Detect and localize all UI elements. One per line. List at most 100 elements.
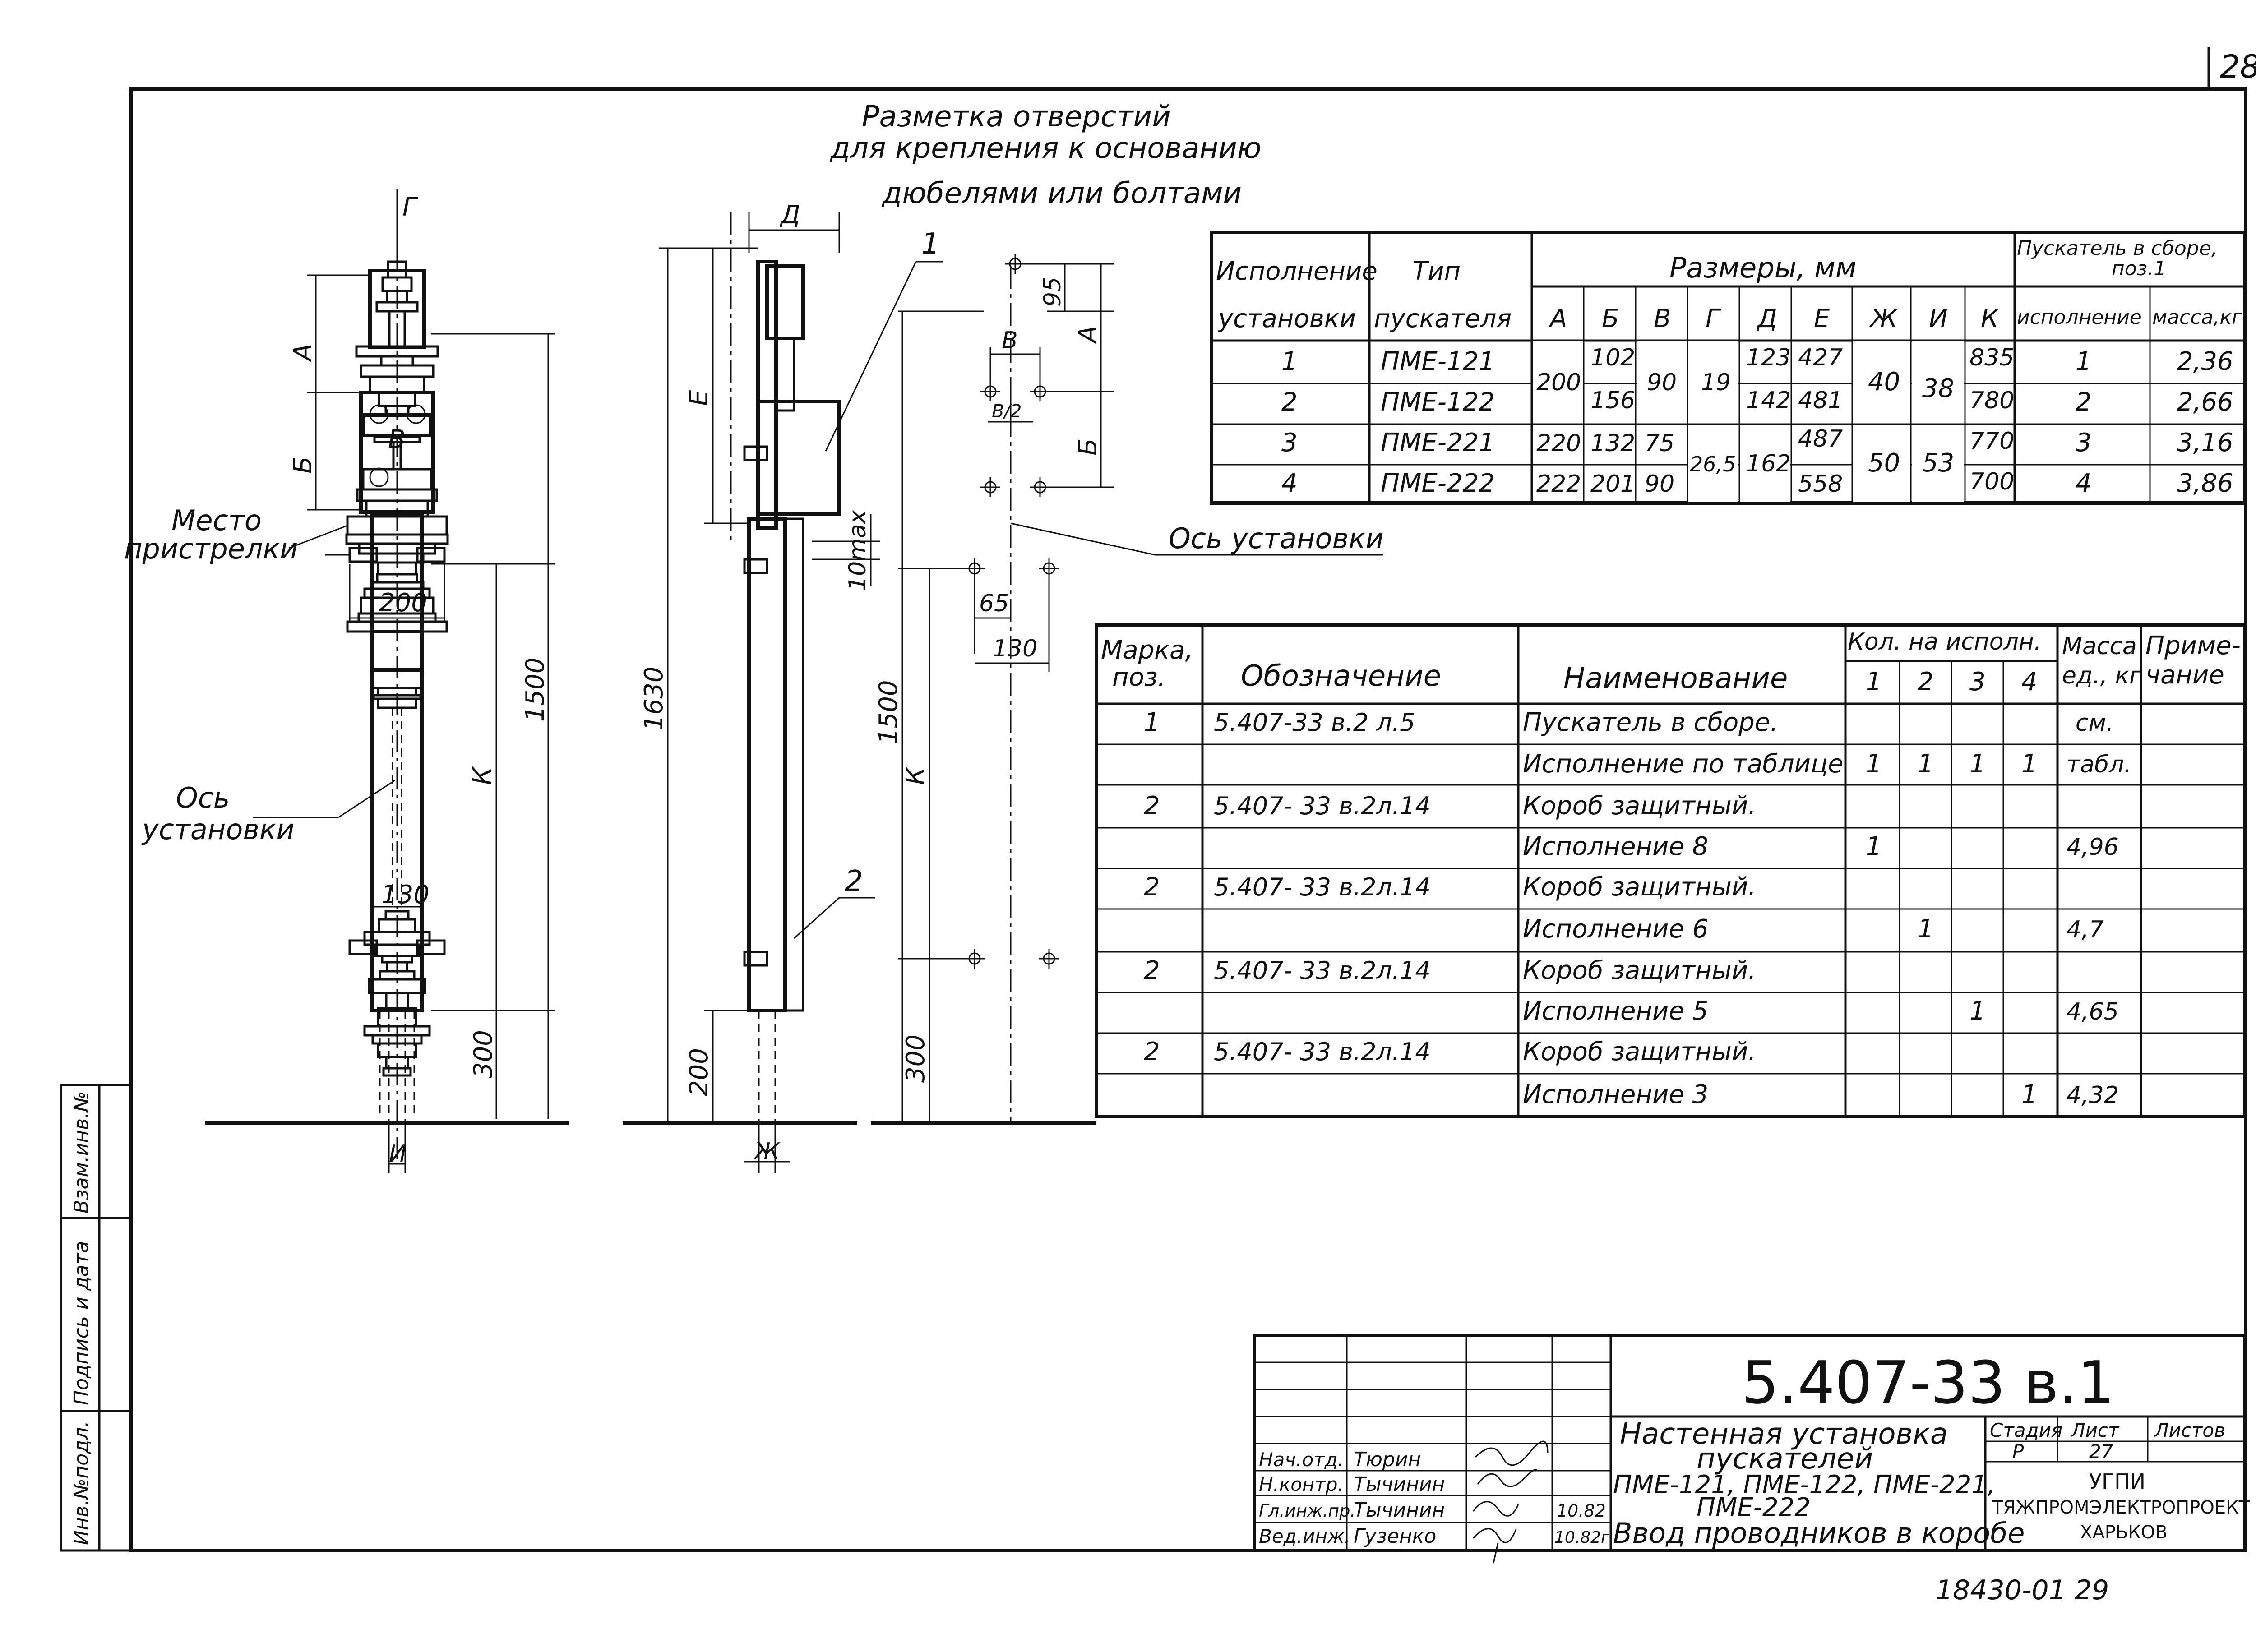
size-row-3-v: 75: [1645, 430, 1674, 457]
drawing-title-1: Настенная установка: [1620, 1417, 1948, 1451]
size-head-variant-1: Исполнение: [1216, 257, 1378, 286]
drawing-code: 5.407-33 в.1: [1742, 1348, 2114, 1417]
person-2-role: Н.контр.: [1259, 1473, 1344, 1495]
hole-marking-line-1: Разметка отверстий: [862, 100, 1171, 134]
front-dim-130: 130: [381, 880, 430, 909]
marking-dim-130: 130: [993, 635, 1037, 662]
spec-row-6-q2: 1: [1918, 914, 1934, 944]
drawing-title-3: ПМЕ-121, ПМЕ-122, ПМЕ-221,: [1613, 1470, 1996, 1500]
size-col-d: Д: [1756, 304, 1777, 333]
org-1: УГПИ: [2089, 1469, 2145, 1494]
person-4-name: Гузенко: [1354, 1525, 1436, 1548]
spec-row-2-mass: табл.: [2066, 751, 2131, 778]
org-2: ТЯЖПРОМЭЛЕКТРОПРОЕКТ: [1992, 1497, 2250, 1518]
front-dim-v: В: [388, 425, 405, 454]
marking-dim-k: К: [901, 766, 930, 785]
size-row-2-n: 2: [1281, 388, 1298, 417]
side-dim-d: Д: [779, 200, 800, 230]
spec-row: 1 5.407-33 в.2 л.5 Пускатель в сборе. см…: [1144, 708, 2113, 737]
spec-row: Исполнение 8 1 4,96: [1523, 832, 2119, 861]
side-dim-200: 200: [684, 1048, 714, 1096]
spec-row-2-q3: 1: [1969, 749, 1986, 779]
size-row-4-e: 558: [1798, 471, 1843, 498]
size-col-mass: масса,кг: [2152, 306, 2242, 329]
spec-head-note-2: чание: [2145, 660, 2224, 690]
size-row-1-type: ПМЕ-121: [1381, 347, 1495, 376]
hole-marking-view: 95 А Б В В/2 65 130 К 300 1500 Ось устан…: [874, 254, 1384, 1123]
front-view-dimensions: А Б Г В 200 130 К 300 1500 И: [288, 189, 555, 1173]
size-row-2-k: 780: [1969, 387, 2014, 414]
spec-row-5-des: 5.407- 33 в.2л.14: [1214, 873, 1431, 901]
size-col-k: К: [1981, 304, 2000, 333]
size-merged-zh12: 40: [1868, 367, 1900, 397]
person-3-name: Тычинин: [1354, 1499, 1445, 1522]
spec-row: Исполнение 3 1 4,32: [1523, 1080, 2119, 1109]
drawing-title-4: ПМЕ-222: [1697, 1493, 1811, 1522]
size-merged-v12: 90: [1647, 369, 1677, 396]
side-dim-e: Е: [684, 390, 714, 406]
title-block-text: 5.407-33 в.1 Настенная установка пускате…: [1259, 1348, 2250, 1550]
spec-qty-col-3: 3: [1969, 667, 1986, 697]
front-view-callouts: Место пристрелки Ось установки: [124, 504, 395, 846]
side-dim-10max: 10max: [844, 509, 871, 591]
spec-row-10-name: Исполнение 3: [1523, 1080, 1708, 1109]
spec-row-5-name: Короб защитный.: [1523, 872, 1756, 902]
size-row-2-b: 156: [1590, 387, 1635, 414]
size-merged-zh34: 50: [1868, 448, 1900, 478]
marking-dim-95: 95: [1039, 277, 1066, 307]
size-row-2-var: 2: [2076, 388, 2092, 417]
spec-head-mass-2: ед., кг: [2062, 662, 2142, 689]
person-1-name: Тюрин: [1354, 1448, 1421, 1471]
size-row-4-mass: 3,86: [2177, 469, 2233, 498]
size-row-4-n: 4: [1281, 469, 1298, 498]
spec-qty-col-1: 1: [1866, 667, 1882, 697]
person-4-date: 10.82г: [1554, 1528, 1610, 1547]
person-3-role: Гл.инж.пр.: [1259, 1501, 1355, 1521]
size-row-1-mass: 2,36: [2177, 347, 2233, 376]
size-head-assembly-1: Пускатель в сборе,: [2017, 237, 2218, 260]
size-head-type-1: Тип: [1412, 257, 1461, 286]
spec-row-1-mark: 1: [1144, 708, 1160, 737]
size-row-3-n: 3: [1281, 428, 1298, 457]
size-row-1-k: 835: [1969, 344, 2014, 371]
size-row-1-var: 1: [2076, 347, 2092, 376]
size-row-3-mass: 3,16: [2177, 428, 2233, 457]
spec-row-3-des: 5.407- 33 в.2л.14: [1214, 792, 1431, 820]
spec-head-mark-2: поз.: [1112, 663, 1165, 692]
spec-head-mass-1: Масса: [2062, 633, 2137, 660]
size-head-assembly-2: поз.1: [2112, 257, 2166, 280]
stage-label: Стадия: [1990, 1419, 2062, 1441]
size-table: [1210, 231, 2247, 505]
size-col-zh: Ж: [1869, 304, 1899, 333]
spec-row-7-mark: 2: [1144, 956, 1160, 985]
spec-row-2-name: Исполнение по таблице: [1523, 749, 1844, 779]
marking-dim-b: Б: [1073, 438, 1103, 456]
spec-head-mark-1: Марка,: [1101, 636, 1193, 665]
person-4-role: Вед.инж.: [1259, 1525, 1350, 1547]
front-dim-i: И: [389, 1140, 407, 1167]
spec-row-3-name: Короб защитный.: [1523, 791, 1756, 821]
callout-axis-right: Ось установки: [1169, 522, 1384, 555]
size-row-4-k: 700: [1969, 468, 2014, 495]
spec-row-8-mass: 4,65: [2066, 998, 2119, 1025]
stage-value: Р: [2012, 1440, 2024, 1463]
size-merged-d34: 162: [1746, 450, 1791, 477]
drawing-title-2: пускателей: [1697, 1442, 1873, 1476]
spec-head-name: Наименование: [1563, 662, 1788, 695]
callout-shot-place-2: пристрелки: [124, 532, 298, 565]
size-row-1-n: 1: [1281, 347, 1298, 376]
side-dim-zh: Ж: [753, 1138, 781, 1165]
person-1-role: Нач.отд.: [1259, 1449, 1344, 1471]
side-view-dimensions: Е 1630 200 Д Ж 10max: [639, 200, 880, 1173]
front-dim-k: К: [468, 766, 497, 785]
spec-qty-col-4: 4: [2021, 667, 2038, 697]
size-col-b: Б: [1602, 304, 1619, 333]
size-merged-i12: 38: [1922, 374, 1954, 403]
side-view-callouts: 1 2: [793, 227, 943, 939]
size-col-variant: исполнение: [2017, 306, 2142, 329]
size-row-2-e: 481: [1798, 387, 1843, 414]
spec-row-8-q3: 1: [1969, 997, 1986, 1026]
spec-row: 2 5.407- 33 в.2л.14 Короб защитный.: [1144, 956, 1756, 985]
front-dim-200: 200: [379, 588, 427, 618]
